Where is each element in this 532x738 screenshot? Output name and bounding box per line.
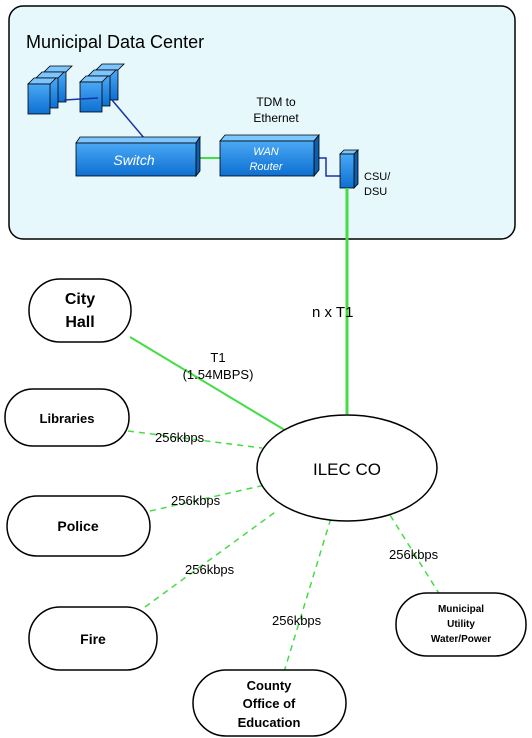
- county-label-2: Office of: [243, 696, 296, 711]
- site-fire: Fire: [28, 606, 158, 671]
- switch-device: Switch: [75, 135, 201, 178]
- tdm-label-1: TDM to: [256, 95, 296, 109]
- site-municipal-utility: Municipal Utility Water/Power: [395, 592, 527, 657]
- site-city-hall: City Hall: [28, 278, 132, 343]
- site-libraries: Libraries: [4, 388, 130, 447]
- csu-label-1: CSU/: [364, 171, 391, 183]
- utility-label-1: Municipal: [438, 604, 484, 615]
- tdm-label-2: Ethernet: [253, 111, 299, 125]
- police-link: [149, 484, 266, 512]
- county-label-1: County: [247, 678, 293, 693]
- fire-label: Fire: [80, 631, 106, 647]
- site-police: Police: [6, 495, 151, 557]
- switch-label: Switch: [113, 152, 154, 168]
- county-link: [283, 517, 332, 673]
- libraries-link: [127, 430, 263, 449]
- datacenter-title: Municipal Data Center: [26, 32, 204, 52]
- libraries-link-label: 256kbps: [155, 430, 205, 445]
- ilec-co-node: [256, 414, 438, 522]
- router-csu-link: [314, 157, 340, 177]
- city-hall-link-label-2: (1.54MBPS): [183, 367, 254, 382]
- city-hall-link: [129, 336, 289, 433]
- csu-dsu-device: [339, 149, 359, 189]
- datacenter-panel: Municipal Data Center: [8, 5, 516, 240]
- trunk-label: n x T1: [312, 304, 353, 321]
- wan-router-device: WAN Router: [219, 133, 320, 178]
- utility-label-3: Water/Power: [431, 634, 491, 645]
- utility-label-2: Utility: [447, 619, 475, 630]
- police-link-label: 256kbps: [171, 493, 221, 508]
- site-county-office: County Office of Education: [192, 669, 347, 737]
- libraries-label: Libraries: [40, 411, 95, 426]
- router-label-1: WAN: [253, 146, 279, 158]
- city-hall-label-2: Hall: [65, 314, 94, 331]
- server-rack-icon: [27, 65, 73, 115]
- router-label-2: Router: [249, 161, 283, 173]
- county-label-3: Education: [238, 715, 301, 730]
- city-hall-label-1: City: [65, 291, 95, 308]
- csu-label-2: DSU: [364, 186, 387, 198]
- fire-link-label: 256kbps: [185, 562, 235, 577]
- utility-link: [389, 514, 441, 596]
- city-hall-link-label-1: T1: [210, 350, 225, 365]
- datacenter-box: [8, 5, 516, 240]
- server-switch-link: [63, 97, 99, 101]
- county-link-label: 256kbps: [272, 613, 322, 628]
- ilec-co-label: ILEC CO: [313, 460, 381, 479]
- fire-link: [144, 509, 279, 608]
- police-label: Police: [57, 518, 98, 534]
- utility-link-label: 256kbps: [389, 547, 439, 562]
